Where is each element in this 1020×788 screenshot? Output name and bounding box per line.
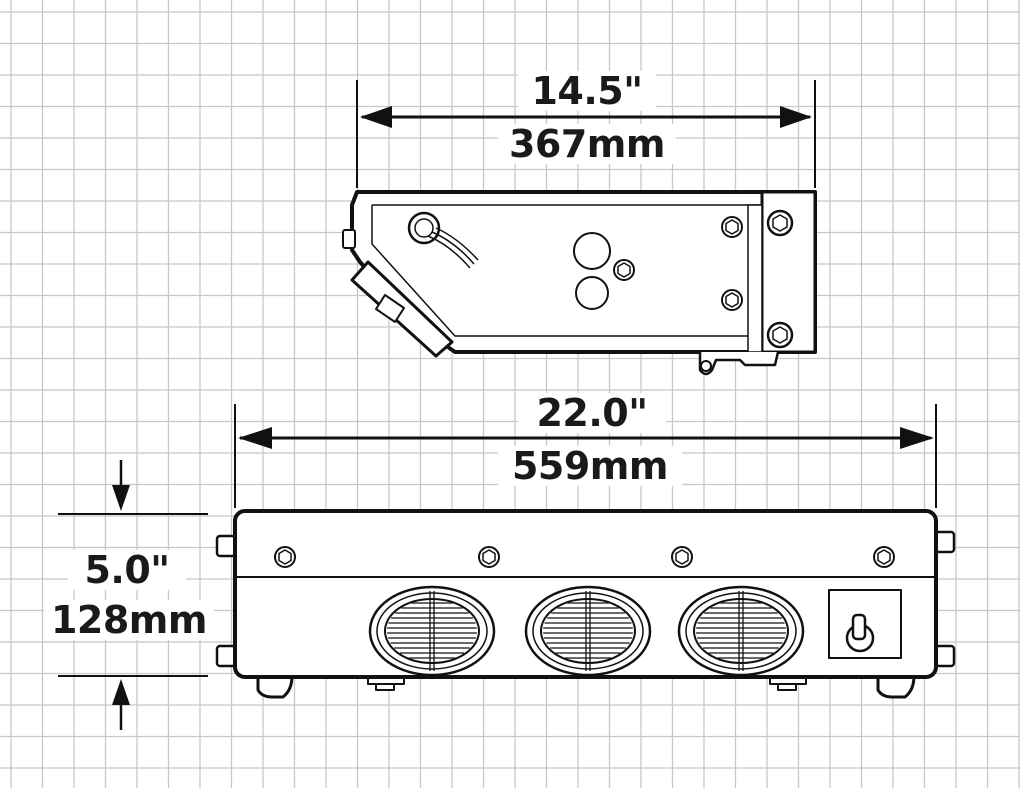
foot bbox=[256, 675, 294, 699]
front-arrow-right bbox=[900, 427, 934, 449]
height-inches-label: 5.0" bbox=[68, 550, 186, 590]
top-screw bbox=[671, 546, 693, 568]
mounting-clip bbox=[698, 351, 780, 376]
top-screw bbox=[873, 546, 895, 568]
hex-nut bbox=[766, 209, 794, 237]
front-width-inches-label: 22.0" bbox=[518, 393, 666, 433]
hex-nut bbox=[721, 216, 743, 238]
top-screw bbox=[274, 546, 296, 568]
top-screw bbox=[478, 546, 500, 568]
top-width-inches-label: 14.5" bbox=[518, 71, 656, 111]
top-width-mm-label: 367mm bbox=[498, 124, 676, 164]
fan-grille bbox=[677, 585, 805, 677]
front-width-mm-label: 559mm bbox=[498, 446, 682, 486]
hex-nut bbox=[721, 289, 743, 311]
top-view-unit bbox=[342, 80, 817, 376]
height-mm-label: 128mm bbox=[44, 600, 214, 640]
top-arrow-left bbox=[360, 106, 392, 128]
hex-nut bbox=[613, 259, 635, 281]
mounting-hole bbox=[573, 232, 611, 270]
front-arrow-left bbox=[238, 427, 272, 449]
fan-grille bbox=[524, 585, 652, 677]
hex-nut bbox=[766, 321, 794, 349]
mounting-hole bbox=[575, 276, 609, 310]
height-arrow-top bbox=[112, 485, 130, 511]
fan-grille bbox=[368, 585, 496, 677]
height-arrow-bottom bbox=[112, 679, 130, 705]
front-view-unit bbox=[58, 404, 956, 730]
foot bbox=[876, 675, 916, 699]
top-arrow-right bbox=[780, 106, 812, 128]
